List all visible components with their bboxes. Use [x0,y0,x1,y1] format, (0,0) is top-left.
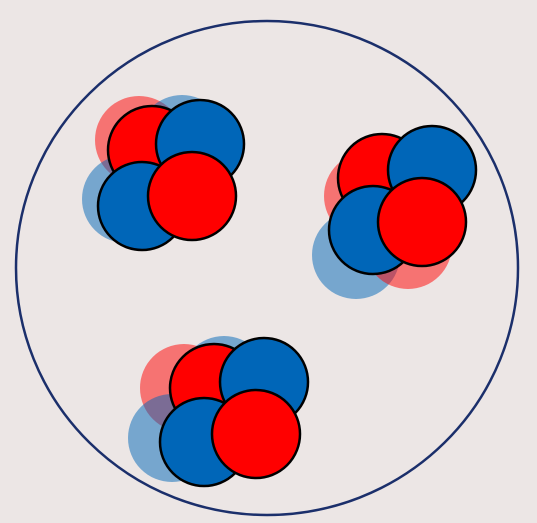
container-boundary [14,19,520,517]
proton-4 [376,176,468,268]
cluster-bottom [128,336,310,488]
proton-4 [146,150,238,242]
cluster-right [312,124,478,299]
cluster-top-left [82,95,246,252]
proton-4 [210,388,302,480]
cluster-layer [82,95,478,488]
